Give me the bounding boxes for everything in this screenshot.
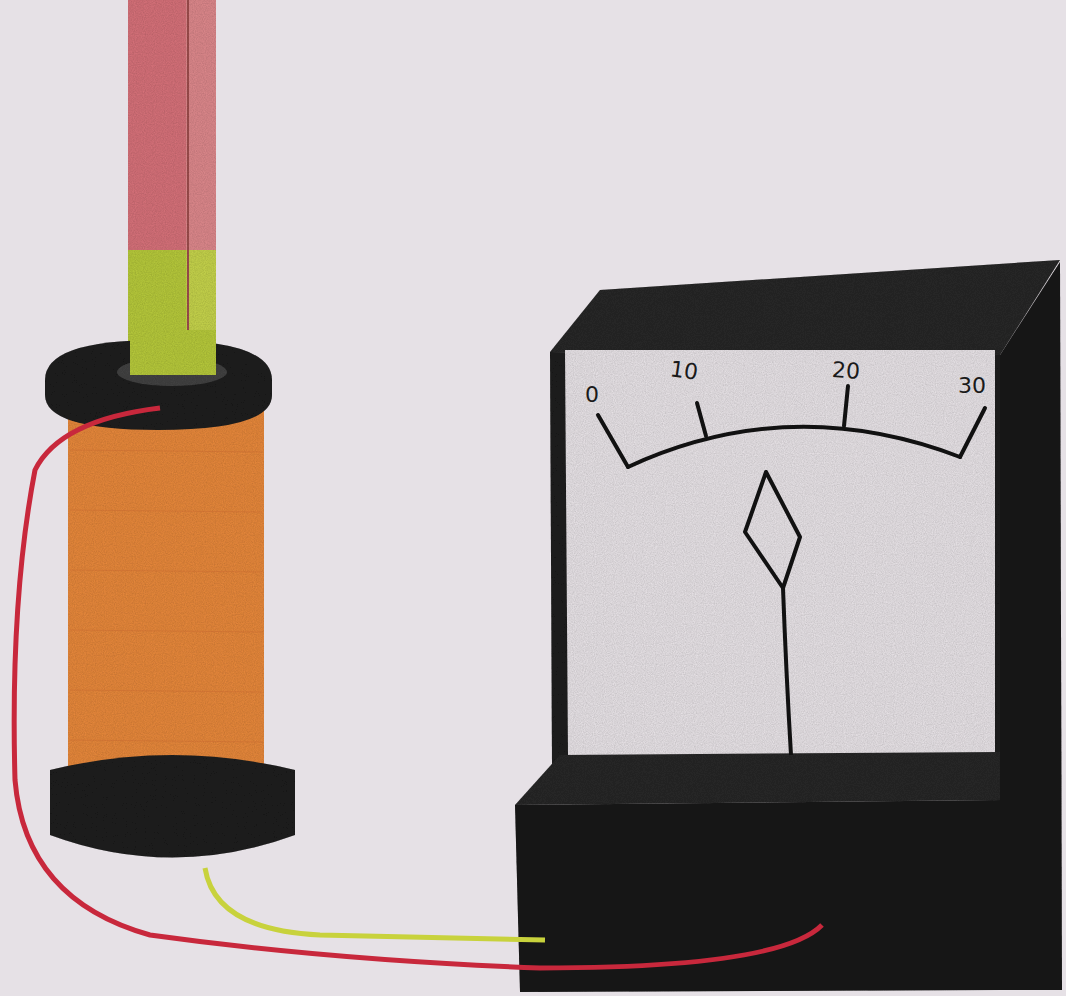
red-wire — [14, 408, 822, 968]
needle-head — [745, 472, 800, 588]
meter-needle — [745, 472, 800, 755]
scale-number: 20 — [831, 359, 860, 383]
scale-arc — [628, 427, 960, 467]
scale-tick — [844, 386, 848, 426]
scale-tick — [697, 403, 706, 436]
scale-tick — [960, 408, 985, 457]
scale-tick — [598, 415, 628, 467]
meter-face — [565, 350, 995, 755]
magnet-south — [130, 330, 216, 375]
coil-winding — [68, 395, 264, 790]
magnet-north — [186, 0, 216, 250]
green-wire — [205, 868, 545, 940]
meter-scale — [598, 386, 985, 467]
meter-top — [550, 260, 1060, 355]
coil — [45, 330, 295, 858]
scale-number: 30 — [958, 375, 986, 397]
needle-stem — [783, 588, 791, 755]
coil-base — [50, 755, 295, 858]
meter-base-top — [515, 752, 1000, 805]
scale-number: 10 — [669, 358, 700, 384]
magnet-north — [128, 0, 188, 250]
meter — [515, 260, 1062, 992]
coil-lines — [70, 450, 262, 742]
scale-number: 0 — [585, 384, 599, 406]
meter-base — [515, 800, 1000, 992]
bar-magnet — [128, 0, 216, 390]
meter-side — [1000, 262, 1062, 990]
